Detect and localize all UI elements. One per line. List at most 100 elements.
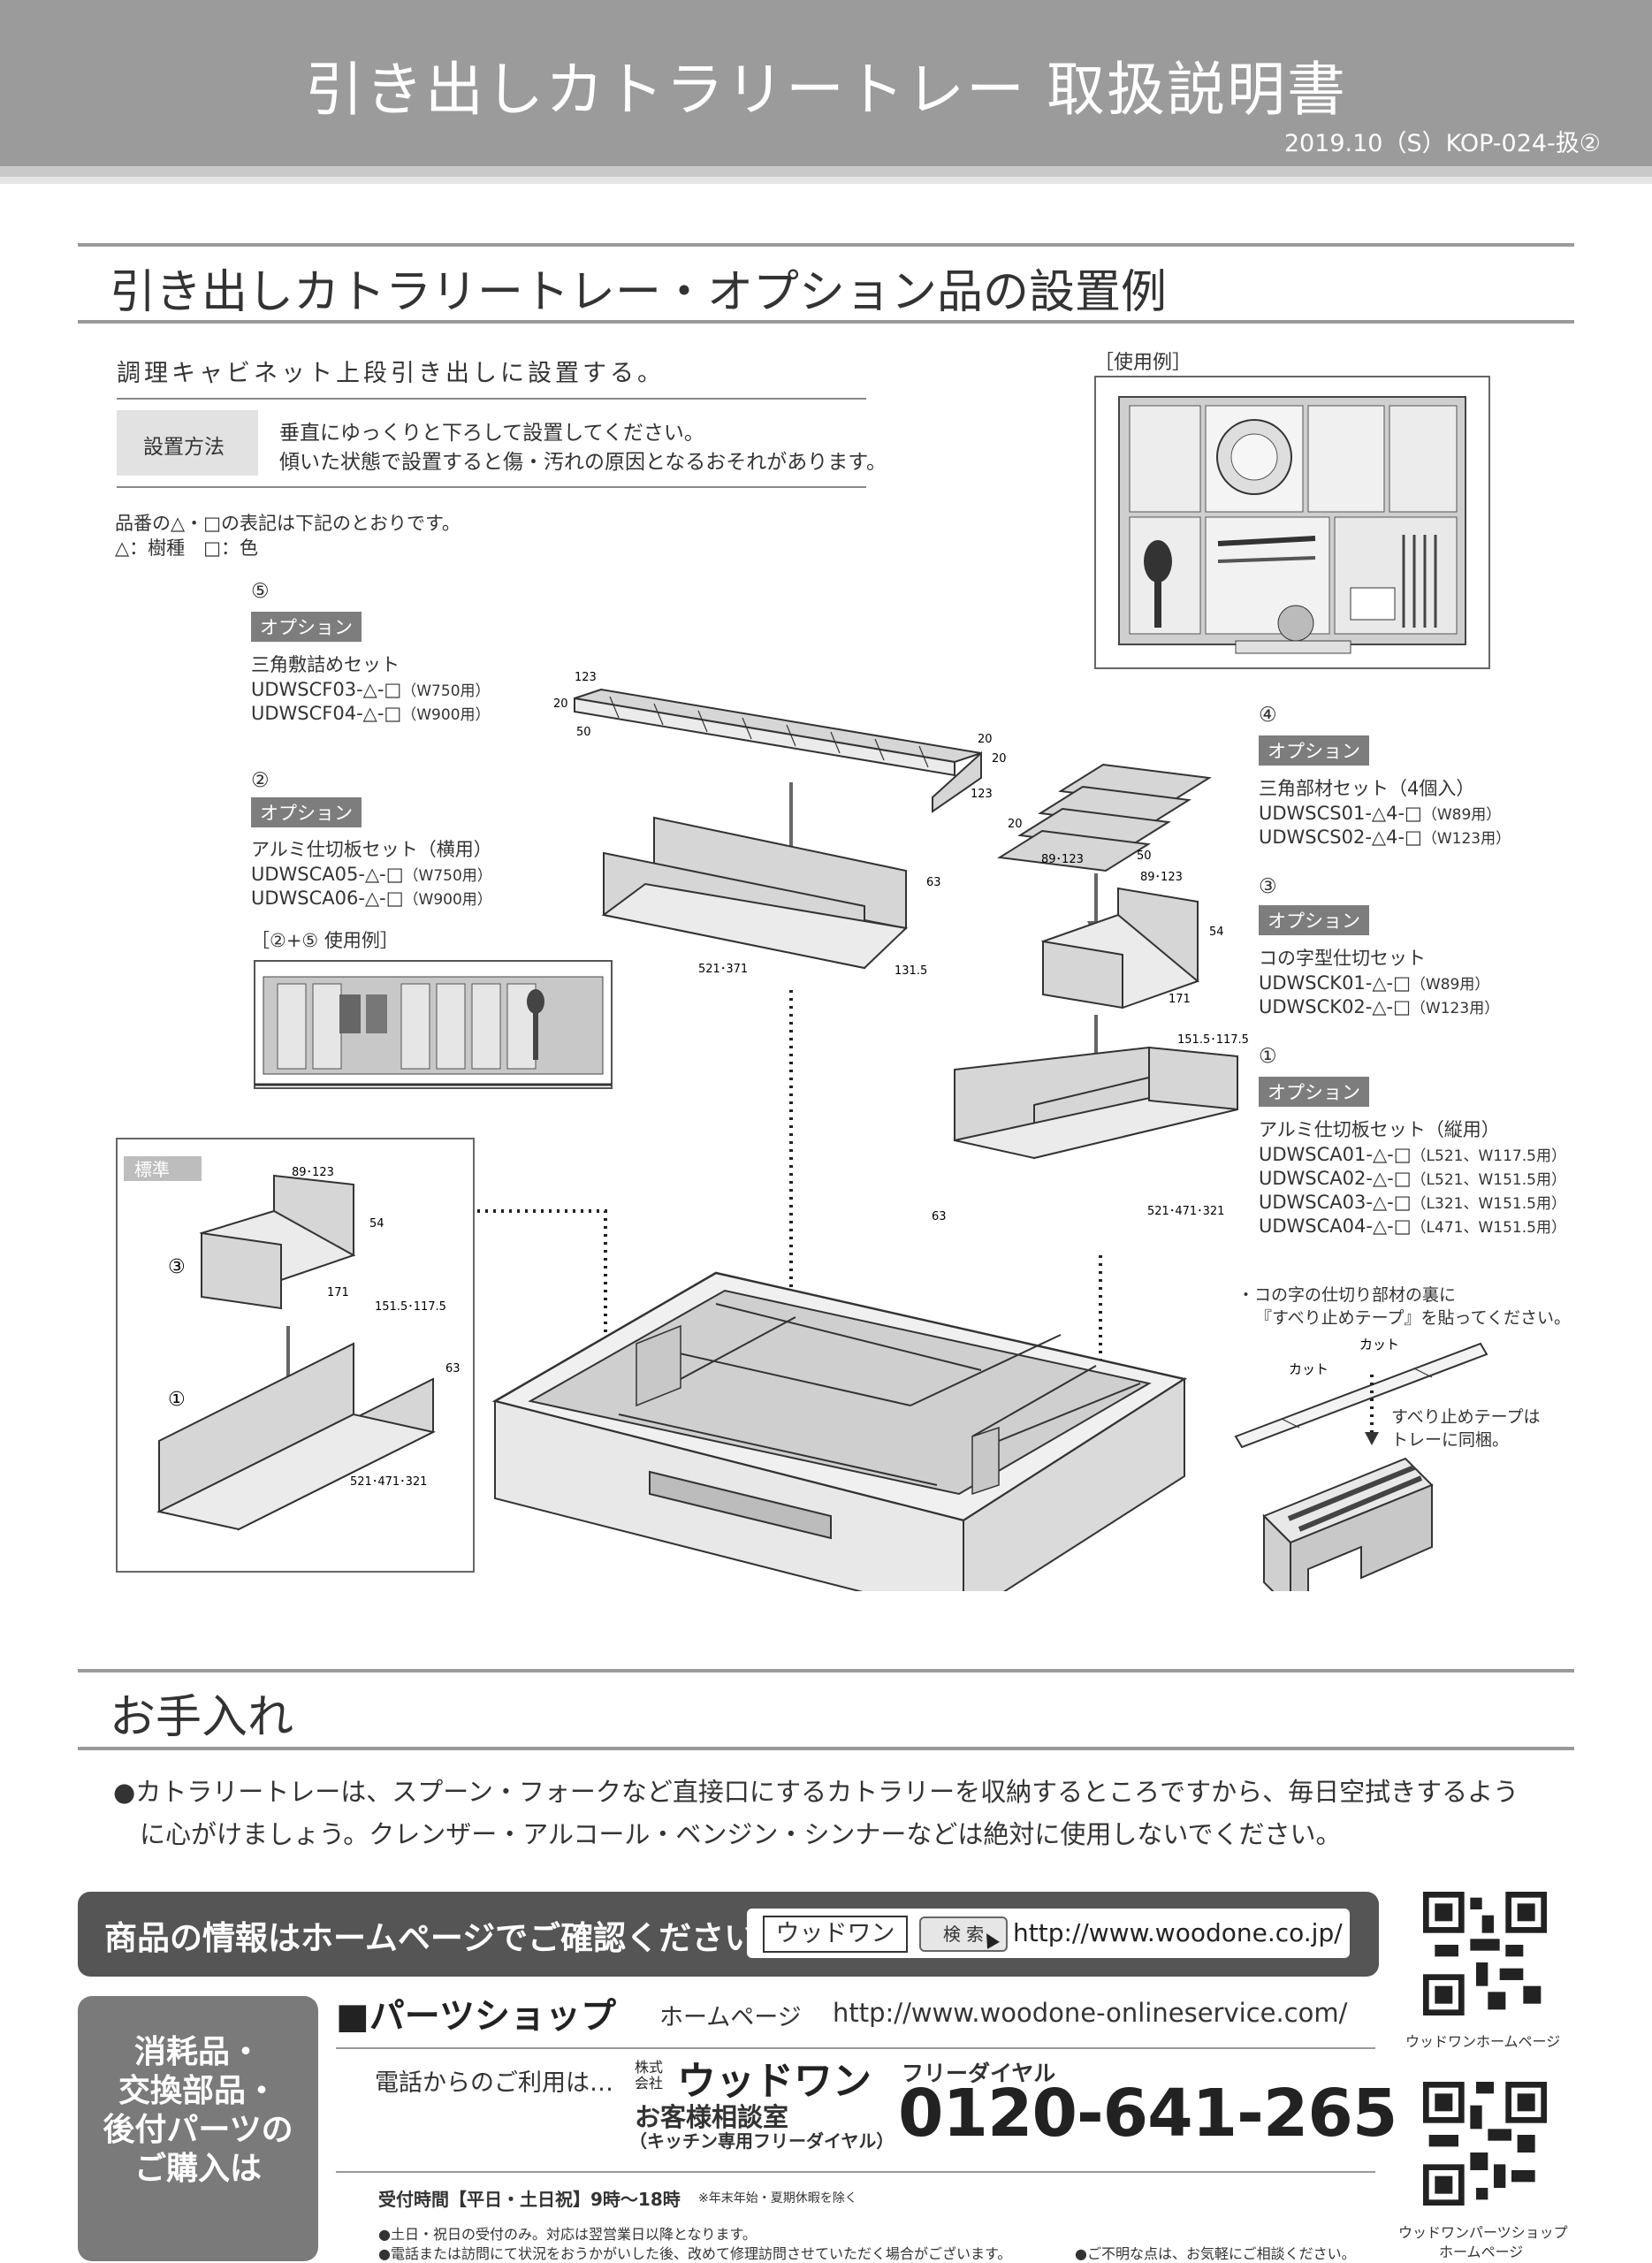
footer-rule-2 <box>336 2171 1375 2173</box>
dim-k-h: 54 <box>1209 926 1224 939</box>
std-dim-w2: 151.5･117.5 <box>375 1300 446 1314</box>
footer-rule-1 <box>336 2047 1375 2049</box>
option3-code-1: UDWSCK01-△-□（W89用） <box>1259 972 1490 994</box>
parts-shop-title: ■パーツショップ <box>336 1996 616 2037</box>
dim-s4-a: 20 <box>1008 818 1023 831</box>
reception-hours-note: ※年末年始・夏期休暇を除く <box>698 2191 857 2206</box>
option4-number: ④ <box>1259 704 1277 727</box>
tape-included-1: すべり止めテープは <box>1391 1407 1541 1427</box>
u-shape-with-tape <box>1262 1457 1434 1591</box>
option4-name: 三角部材セット（4個入） <box>1259 778 1475 799</box>
care-title: お手入れ <box>110 1691 294 1744</box>
notation-line-1: 品番の△・□の表記は下記のとおりです。 <box>115 513 461 534</box>
phone-number[interactable]: 0120-641-265 <box>898 2076 1397 2152</box>
method-rule <box>117 486 866 488</box>
std-dim-d: 171 <box>327 1286 349 1299</box>
qr2-caption-2: ホームページ <box>1439 2244 1524 2260</box>
option5-code-1: UDWSCF03-△-□（W750用） <box>251 679 491 700</box>
installation-diagram: 123 20 50 20 20 123 63 521･371 131.5 20 … <box>116 671 1488 1591</box>
option2-tag: オプション <box>251 797 362 827</box>
anti-slip-tape <box>1234 1342 1488 1449</box>
usage-example-photo <box>1094 376 1490 669</box>
dim-tri-e: 20 <box>992 752 1007 766</box>
option4-code-1: UDWSCS01-△4-□（W89用） <box>1259 803 1502 824</box>
tape-cut-label-1: カット <box>1359 1337 1399 1352</box>
alu-horizontal-divider-part <box>601 816 909 970</box>
footer-note-1: ●土日・祝日の受付のみ。対応は翌営業日以降となります。 <box>378 2226 757 2243</box>
method-label-box <box>117 410 258 476</box>
method-line-1: 垂直にゆっくりと下ろして設置してください。 <box>279 422 704 445</box>
header-bar <box>0 0 1652 166</box>
std-dim-h2: 63 <box>445 1362 461 1375</box>
dim-alu-d: 131.5 <box>895 964 927 978</box>
document-code: 2019.10（S）KOP-024-扱② <box>1283 130 1601 157</box>
dim-tri-f: 123 <box>971 788 993 801</box>
notation-line-2: △：樹種 □：色 <box>115 537 258 559</box>
homepage-banner-text: 商品の情報はホームページでご確認ください。 <box>104 1919 790 1957</box>
method-label: 設置方法 <box>143 436 225 459</box>
search-keyword-input[interactable]: ウッドワン <box>763 1916 908 1953</box>
customer-desk: お客様相談室 <box>635 2102 789 2132</box>
option4-tag: オプション <box>1259 735 1369 766</box>
alu-vertical-divider-part <box>954 1046 1238 1160</box>
option1-code-1: UDWSCA01-△-□（L521、W117.5用） <box>1259 1144 1566 1165</box>
option3-name: コの字型仕切セット <box>1259 948 1426 969</box>
dim-s4-b: 89･123 <box>1041 853 1084 866</box>
dim-s4-c: 50 <box>1137 850 1152 863</box>
std-number-1: ① <box>168 1389 186 1411</box>
care-line-1: ●カトラリートレーは、スプーン・フォークなど直接口にするカトラリーを収納するとこ… <box>113 1777 1519 1807</box>
dim-v-l: 521･471･321 <box>1147 1205 1224 1218</box>
standard-alu-vertical <box>156 1342 436 1531</box>
triangle-set-part <box>997 763 1212 872</box>
option2-example-label: ［②+⑤ 使用例］ <box>251 930 399 951</box>
option1-number: ① <box>1259 1045 1277 1068</box>
company-prefix: 株式会社 <box>635 2059 664 2092</box>
dim-tri-c: 50 <box>576 726 591 739</box>
option1-tag: オプション <box>1259 1077 1369 1107</box>
dim-k-w: 89･123 <box>1140 871 1183 884</box>
qr-code-homepage-icon <box>1423 1892 1547 2015</box>
option3-tag: オプション <box>1259 905 1369 935</box>
option2-5-example-photo <box>254 960 613 1089</box>
care-top-rule <box>78 1669 1574 1672</box>
lead-rule <box>117 398 866 400</box>
std-dim-w: 89･123 <box>292 1166 334 1179</box>
method-line-2: 傾いた状態で設置すると傷・汚れの原因となるおそれがあります。 <box>279 451 887 474</box>
option1-code-2: UDWSCA02-△-□（L521、W151.5用） <box>1259 1168 1566 1189</box>
freedial-label: フリーダイヤル <box>902 2061 1056 2086</box>
lead-text: 調理キャビネット上段引き出しに設置する。 <box>117 360 665 387</box>
usage-example-label: ［使用例］ <box>1094 352 1192 374</box>
tape-cut-label-2: カット <box>1289 1361 1328 1377</box>
care-bottom-rule <box>78 1747 1574 1750</box>
site-url-link[interactable]: http://www.woodone.co.jp/ <box>1013 1918 1343 1947</box>
purchase-info-text: 消耗品・ 交換部品・ 後付パーツの ご購入は <box>103 2034 293 2187</box>
parts-shop-url-link[interactable]: http://www.woodone-onlineservice.com/ <box>833 1998 1348 2028</box>
dim-tri-b: 20 <box>553 697 568 711</box>
option5-number: ⑤ <box>251 580 270 603</box>
cutlery-tray-body <box>491 1271 1188 1591</box>
qr2-caption-1: ウッドワンパーツショップ <box>1398 2224 1568 2241</box>
customer-desk-sub: （キッチン専用フリーダイヤル） <box>629 2130 895 2152</box>
std-dim-l: 521･471･321 <box>350 1475 427 1489</box>
reception-hours: 受付時間【平日・土日祝】9時〜18時 <box>378 2189 681 2210</box>
option2-name: アルミ仕切板セット（横用） <box>251 839 492 860</box>
dim-v-h: 63 <box>932 1210 947 1223</box>
option1-code-4: UDWSCA04-△-□（L471、W151.5用） <box>1259 1215 1566 1237</box>
qr-code-parts-shop-icon <box>1423 2082 1547 2206</box>
search-button[interactable]: 検 索 <box>919 1916 1008 1952</box>
dim-alu-l: 521･371 <box>698 963 748 976</box>
option5-code-2: UDWSCF04-△-□（W900用） <box>251 703 491 724</box>
dim-tri-a: 123 <box>575 671 597 684</box>
option5-name: 三角敷詰めセット <box>251 654 400 675</box>
standard-u-shape <box>199 1174 356 1310</box>
standard-tag: 標準 <box>134 1159 170 1180</box>
option3-code-2: UDWSCK02-△-□（W123用） <box>1259 996 1500 1017</box>
purchase-info-box <box>78 1996 318 2261</box>
dim-k-d: 171 <box>1169 993 1191 1006</box>
qr1-caption: ウッドワンホームページ <box>1405 2033 1561 2050</box>
dim-tri-d: 20 <box>978 733 993 746</box>
option4-code-2: UDWSCS02-△4-□（W123用） <box>1259 827 1511 848</box>
company-name: ウッドワン <box>677 2059 872 2104</box>
option1-name: アルミ仕切板セット（縦用） <box>1259 1119 1500 1140</box>
dim-alu-h: 63 <box>926 876 941 889</box>
